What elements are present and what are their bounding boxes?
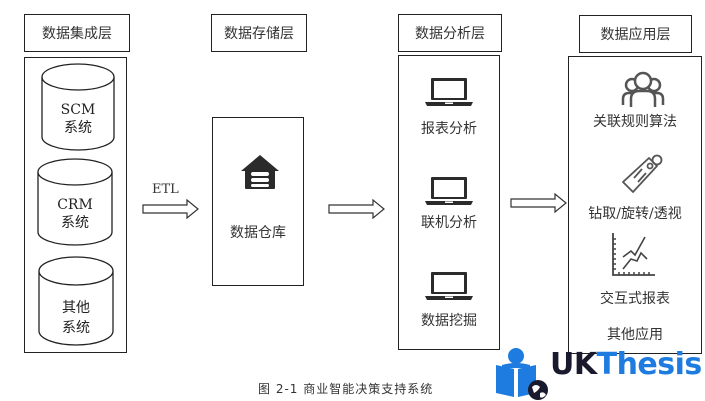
watermark-text: UKThesis [550, 347, 702, 382]
database-cylinder-icon [37, 158, 113, 246]
analysis-item-label: 报表分析 [421, 121, 477, 137]
application-layer-container: 关联规则算法 钻取/旋转/透视 交互式报表 其他应用 [568, 56, 702, 354]
warehouse-icon [241, 155, 279, 189]
application-item-label: 钻取/旋转/透视 [588, 206, 682, 222]
system-suffix: 系统 [64, 120, 92, 136]
application-item-label: 关联规则算法 [593, 114, 677, 130]
analysis-item-label: 联机分析 [421, 215, 477, 231]
application-item-label: 交互式报表 [600, 291, 670, 307]
watermark-uk: UK [550, 347, 597, 382]
integration-layer-container: SCM 系统 CRM 系统 其他 系统 [24, 57, 127, 353]
tag-icon [622, 154, 663, 193]
cylinder-other: 其他 系统 [38, 255, 114, 347]
analysis-layer-header: 数据分析层 [398, 14, 502, 52]
etl-label: ETL [152, 182, 179, 197]
watermark-thesis: Thesis [596, 347, 703, 382]
cylinder-crm: CRM 系统 [37, 158, 113, 246]
laptop-icon [425, 177, 473, 205]
system-name: 其他 [62, 300, 90, 316]
analysis-layer-title: 数据分析层 [415, 26, 485, 42]
storage-layer-container: 数据仓库 [212, 117, 304, 286]
system-name: SCM [60, 102, 96, 118]
flow-arrow-storage-to-analysis [328, 199, 385, 219]
ukthesis-watermark: UKThesis [494, 347, 705, 401]
integration-layer-header: 数据集成层 [24, 14, 130, 52]
flow-arrow-analysis-to-application [510, 193, 567, 213]
storage-layer-title: 数据存储层 [224, 26, 294, 42]
integration-layer-title: 数据集成层 [42, 26, 112, 42]
laptop-icon [425, 78, 473, 106]
analysis-item-label: 数据挖掘 [421, 313, 477, 329]
analysis-layer-container: 报表分析 联机分析 数据挖掘 [398, 55, 500, 350]
reader-globe-icon [496, 348, 548, 400]
laptop-icon [425, 272, 473, 300]
system-name: CRM [57, 197, 93, 213]
application-layer-header: 数据应用层 [579, 15, 692, 53]
storage-layer-header: 数据存储层 [211, 14, 307, 52]
system-suffix: 系统 [61, 215, 89, 231]
database-cylinder-icon [41, 63, 115, 151]
warehouse-label: 数据仓库 [230, 225, 286, 241]
etl-arrow [142, 199, 199, 219]
cylinder-scm: SCM 系统 [41, 63, 115, 151]
application-item-label: 其他应用 [607, 327, 663, 343]
application-layer-title: 数据应用层 [600, 27, 671, 43]
users-group-icon [621, 71, 665, 107]
figure-caption: 图 2-1 商业智能决策支持系统 [258, 382, 434, 396]
line-chart-icon [612, 233, 655, 276]
system-suffix: 系统 [62, 320, 90, 336]
database-cylinder-icon [38, 256, 114, 346]
